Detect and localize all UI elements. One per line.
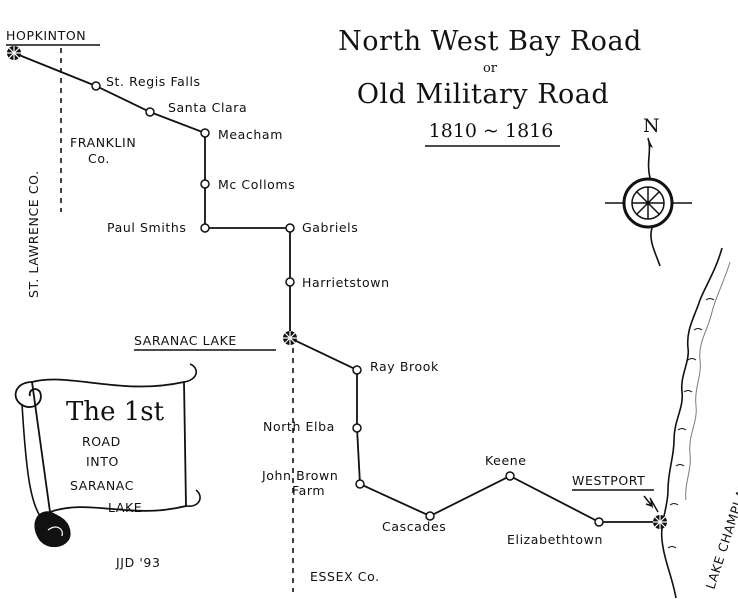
compass-rose: N (605, 115, 692, 267)
title-or: or (483, 61, 498, 76)
stop-elizabethtown (594, 517, 604, 527)
military-road-route (13, 52, 660, 523)
scroll-line-2: ROAD (82, 434, 121, 449)
label-st-regis-falls: St. Regis Falls (106, 74, 201, 89)
title-scroll: The 1st ROAD INTO SARANAC LAKE (14, 363, 201, 548)
signature: JJD '93 (115, 555, 161, 570)
stop-keene (505, 471, 515, 481)
franklin-label-2: Co. (88, 151, 110, 166)
stop-st-regis-falls (91, 81, 101, 91)
scroll-line-3: INTO (86, 454, 119, 469)
title-line-1: North West Bay Road (338, 26, 642, 57)
scroll-line-4: SARANAC (70, 478, 134, 493)
stop-north-elba (352, 423, 362, 433)
label-john-brown-farm-2: Farm (292, 483, 325, 498)
label-elizabethtown: Elizabethtown (507, 532, 603, 547)
st-lawrence-label: ST. LAWRENCE CO. (26, 170, 41, 298)
title-line-2: Old Military Road (357, 79, 609, 110)
label-paul-smiths: Paul Smiths (107, 220, 187, 235)
stop-paul-smiths (200, 223, 210, 233)
scroll-line-1: The 1st (66, 397, 165, 427)
stop-cascades (425, 511, 435, 521)
stop-mccolloms (200, 179, 210, 189)
label-ray-brook: Ray Brook (370, 359, 439, 374)
label-cascades: Cascades (382, 519, 446, 534)
stop-ray-brook (352, 365, 362, 375)
label-keene: Keene (485, 453, 527, 468)
stop-santa-clara (145, 107, 155, 117)
stop-john-brown-farm (355, 479, 365, 489)
lake-champlain-label: LAKE CHAMPLAIN (703, 474, 738, 591)
label-westport: WESTPORT (572, 473, 645, 488)
title-years: 1810 ~ 1816 (429, 120, 554, 142)
label-saranac-lake: SARANAC LAKE (134, 333, 237, 348)
hopkinton-marker (7, 46, 21, 60)
stop-harrietstown (285, 277, 295, 287)
westport-marker (643, 495, 667, 529)
label-santa-clara: Santa Clara (168, 100, 247, 115)
label-john-brown-farm-1: John Brown (261, 468, 338, 483)
essex-label: ESSEX Co. (310, 569, 380, 584)
label-mccolloms: Mc Colloms (218, 177, 295, 192)
label-north-elba: North Elba (263, 419, 335, 434)
lake-champlain-shore (660, 247, 731, 599)
label-gabriels: Gabriels (302, 220, 358, 235)
franklin-label-1: FRANKLIN (70, 135, 136, 150)
label-harrietstown: Harrietstown (302, 275, 390, 290)
scroll-line-5: LAKE (108, 500, 142, 515)
stop-gabriels (285, 223, 295, 233)
compass-north-label: N (643, 115, 660, 137)
label-hopkinton: HOPKINTON (6, 28, 86, 43)
saranac-lake-marker (283, 331, 297, 345)
stop-meacham (200, 128, 210, 138)
label-meacham: Meacham (218, 127, 283, 142)
